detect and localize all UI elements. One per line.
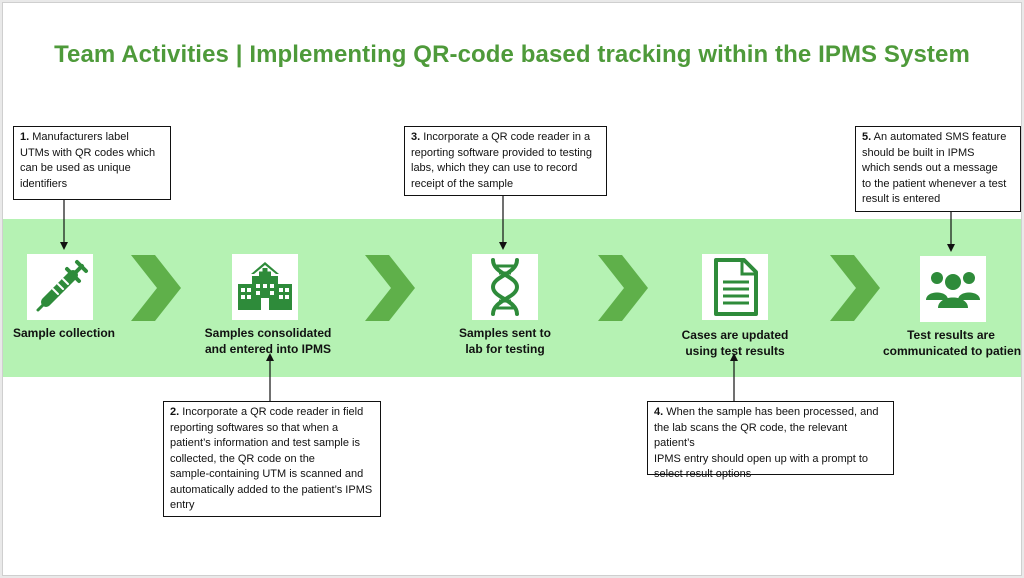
note-4-number: 4. (654, 406, 664, 418)
dna-icon (472, 254, 538, 320)
step-label-5: Test results are communicated to patient… (883, 327, 1022, 359)
note-2-line-5: sample-containing UTM is scanned and (170, 468, 364, 480)
step-1-line-1: Sample collection (12, 326, 116, 340)
note-1-number: 1. (20, 131, 30, 143)
note-5-line-5: result is entered (862, 193, 941, 205)
step-3-line-2: lab for testing (465, 342, 545, 356)
page-title: Team Activities | Implementing QR-code b… (54, 41, 970, 68)
chevron-right-icon (131, 255, 181, 321)
note-1-line-3: can be used as unique (20, 162, 131, 174)
step-5-line-2: communicated to patients (883, 344, 1022, 358)
note-2-line-2: reporting softwares so that when a (170, 421, 339, 434)
chevron-right-icon (830, 255, 880, 321)
note-5-line-1: 5. An automated SMS feature (862, 130, 1014, 146)
step-4-line-1: Cases are updated (681, 328, 789, 342)
note-1-line-4: identifiers (20, 177, 68, 190)
note-5-number: 5. (862, 131, 872, 143)
step-label-3: Samples sent to lab for testing (453, 325, 557, 357)
step-2-line-1: Samples consolidated (204, 326, 332, 340)
note-box-5: 5. An automated SMS feature should be bu… (855, 126, 1021, 212)
note-5-text: An automated SMS feature (873, 131, 1007, 143)
step-2-line-2: and entered into IPMS (204, 342, 331, 356)
note-1-line-1: 1. Manufacturers label (20, 130, 164, 146)
note-1-text: Manufacturers label (32, 131, 129, 143)
note-2-text: Incorporate a QR code reader in field (182, 406, 364, 418)
note-2-line-4: collected, the QR code on the (170, 452, 315, 465)
note-3-line-2: reporting software provided to testing (411, 146, 592, 159)
note-4-line-2: the lab scans the QR code, the relevant … (654, 421, 848, 450)
note-box-3: 3. Incorporate a QR code reader in a rep… (404, 126, 607, 196)
step-label-4: Cases are updated using test results (675, 327, 795, 359)
note-2-line-7: entry (170, 499, 195, 511)
note-3-line-3: labs, which they can use to record (411, 162, 578, 174)
note-2-line-1: 2. Incorporate a QR code reader in field (170, 405, 374, 421)
note-4-text: When the sample has been processed, and (666, 406, 879, 418)
note-1-line-2: UTMs with QR codes which (20, 146, 156, 159)
note-3-line-1: 3. Incorporate a QR code reader in a (411, 130, 600, 146)
note-5-line-2: should be built in IPMS (862, 146, 975, 159)
document-icon (702, 254, 768, 320)
step-4-line-2: using test results (685, 344, 785, 358)
syringe-icon (27, 254, 93, 320)
note-3-number: 3. (411, 131, 421, 143)
note-2-line-3: patient’s information and test sample is (170, 437, 360, 449)
note-box-2: 2. Incorporate a QR code reader in field… (163, 401, 381, 517)
step-5-line-1: Test results are (907, 328, 995, 342)
note-2-line-6: automatically added to the patient’s IPM… (170, 483, 373, 496)
note-box-4: 4. When the sample has been processed, a… (647, 401, 894, 480)
step-label-1: Sample collection (9, 325, 119, 341)
chevron-right-icon (365, 255, 415, 321)
people-icon (920, 256, 986, 322)
note-2-number: 2. (170, 406, 180, 418)
note-4-line-4: select result options (654, 468, 752, 480)
note-3-text: Incorporate a QR code reader in a (423, 131, 591, 143)
step-3-line-1: Samples sent to (458, 326, 552, 340)
step-label-2: Samples consolidated and entered into IP… (203, 325, 333, 357)
note-5-line-4: to the patient whenever a test (862, 177, 1007, 190)
note-4-line-1: 4. When the sample has been processed, a… (654, 405, 887, 421)
note-4-line-3: IPMS entry should open up with a prompt … (654, 452, 869, 465)
chevron-right-icon (598, 255, 648, 321)
note-3-line-4: receipt of the sample (411, 177, 514, 190)
hospital-icon (232, 254, 298, 320)
note-5-line-3: which sends out a message (862, 162, 998, 174)
note-box-1: 1. Manufacturers label UTMs with QR code… (13, 126, 171, 200)
